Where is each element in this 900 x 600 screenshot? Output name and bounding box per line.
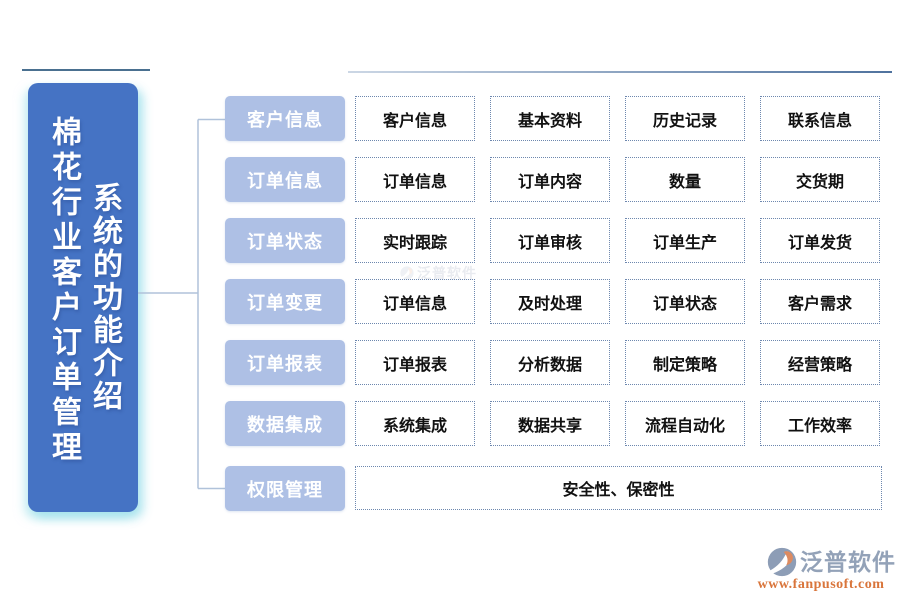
feature-cell: 订单内容 (490, 157, 610, 202)
feature-cell: 订单报表 (355, 340, 475, 385)
feature-cell: 数据共享 (490, 401, 610, 446)
brand-url: www.fanpusoft.com (757, 577, 885, 592)
left-title-panel (28, 83, 138, 512)
category-label-order-info: 订单信息 (225, 157, 345, 202)
feature-cell: 订单信息 (355, 157, 475, 202)
brand-name: 泛普软件 (800, 549, 896, 575)
watermark: 泛普软件 (400, 263, 477, 283)
feature-cell: 订单发货 (760, 218, 880, 263)
category-label-customer-info: 客户信息 (225, 96, 345, 141)
feature-cell: 工作效率 (760, 401, 880, 446)
feature-cell: 订单生产 (625, 218, 745, 263)
feature-cell: 系统集成 (355, 401, 475, 446)
category-label-order-report: 订单报表 (225, 340, 345, 385)
fanpu-logo-icon (767, 547, 797, 577)
category-label-permission: 权限管理 (225, 466, 345, 511)
feature-cell: 客户需求 (760, 279, 880, 324)
top-right-divider (348, 71, 892, 73)
feature-cell: 订单审核 (490, 218, 610, 263)
feature-cell: 订单状态 (625, 279, 745, 324)
feature-cell: 经营策略 (760, 340, 880, 385)
feature-cell: 联系信息 (760, 96, 880, 141)
fanpu-logo-icon (400, 266, 414, 280)
feature-cell: 订单信息 (355, 279, 475, 324)
feature-cell: 数量 (625, 157, 745, 202)
top-left-divider (22, 69, 150, 71)
watermark-brand: 泛普软件 (417, 265, 477, 281)
feature-cell: 基本资料 (490, 96, 610, 141)
feature-cell: 交货期 (760, 157, 880, 202)
category-label-data-integration: 数据集成 (225, 401, 345, 446)
brand-logo: 泛普软件 www.fanpusoft.com (746, 547, 896, 593)
feature-cell: 客户信息 (355, 96, 475, 141)
feature-cell: 实时跟踪 (355, 218, 475, 263)
feature-cell: 及时处理 (490, 279, 610, 324)
category-label-order-status: 订单状态 (225, 218, 345, 263)
feature-cell: 制定策略 (625, 340, 745, 385)
panel-title-sub: 系统的功能介绍 (88, 182, 121, 413)
feature-cell: 历史记录 (625, 96, 745, 141)
feature-cell: 流程自动化 (625, 401, 745, 446)
feature-cell: 分析数据 (490, 340, 610, 385)
feature-cell-security: 安全性、保密性 (355, 466, 882, 510)
category-label-order-change: 订单变更 (225, 279, 345, 324)
panel-title-main: 棉花行业客户订单管理 (47, 116, 80, 466)
